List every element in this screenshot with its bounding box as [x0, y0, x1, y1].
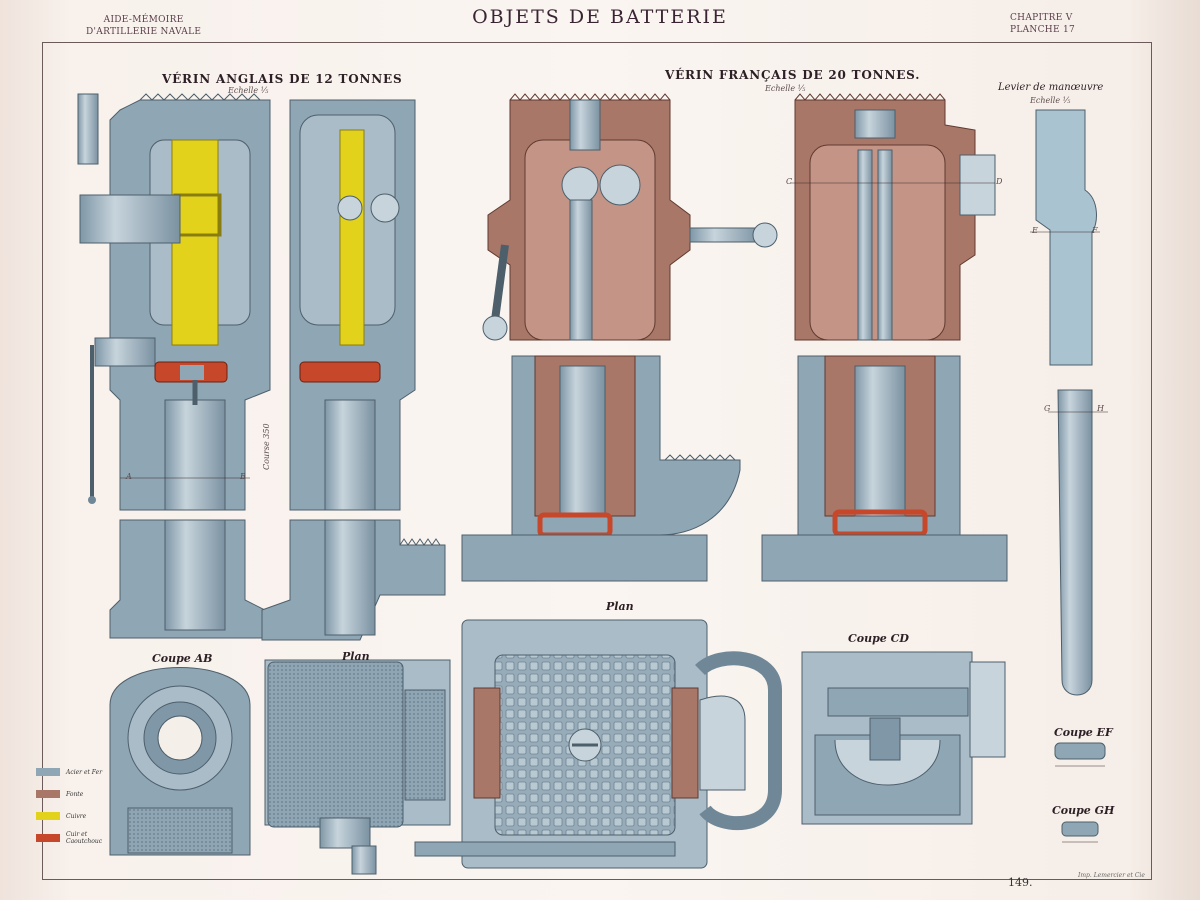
legend-label-cuivre: Cuivre	[66, 812, 87, 820]
header-right-line1: CHAPITRE V	[1010, 13, 1073, 23]
marker-b: B	[240, 472, 246, 481]
legend-item-fonte: Fonte	[36, 786, 102, 802]
label-course: Course 350	[262, 423, 271, 470]
label-coupe-gh: Coupe GH	[1052, 804, 1115, 817]
label-verin-anglais-scale: Echelle ⅕	[228, 86, 269, 95]
imprimeur-credit: Imp. Lemercier et Cie	[1078, 872, 1145, 879]
header-right: CHAPITRE V PLANCHE 17	[1010, 12, 1075, 36]
label-coupe-ef: Coupe EF	[1054, 726, 1113, 739]
legend-swatch-cuir	[36, 834, 60, 842]
coupe-cd	[801, 651, 1006, 825]
label-levier-scale: Echelle ⅕	[1030, 96, 1071, 105]
label-plan-left: Plan	[342, 650, 370, 663]
coupe-ab	[109, 667, 251, 856]
legend-label-fonte: Fonte	[66, 790, 84, 798]
label-coupe-ab: Coupe AB	[152, 652, 213, 665]
marker-c: C	[786, 177, 793, 186]
label-plan-center: Plan	[606, 600, 634, 613]
verin-francais-front	[461, 93, 778, 582]
page-number: 149.	[1008, 876, 1033, 889]
header-left: AIDE-MÉMOIRE D'ARTILLERIE NAVALE	[86, 14, 201, 38]
legend-swatch-cuivre	[36, 812, 60, 820]
legend-swatch-fonte	[36, 790, 60, 798]
plan-center	[414, 619, 782, 869]
plate-title: OBJETS DE BATTERIE	[472, 6, 728, 28]
label-verin-francais-scale: Echelle ⅕	[765, 84, 806, 93]
verin-anglais-side	[261, 99, 446, 641]
label-levier: Levier de manœuvre	[998, 82, 1104, 93]
legend-swatch-acier	[36, 768, 60, 776]
label-verin-anglais: VÉRIN ANGLAIS DE 12 TONNES	[162, 72, 403, 86]
label-coupe-cd: Coupe CD	[848, 632, 909, 645]
legend-item-acier: Acier et Fer	[36, 764, 102, 780]
label-verin-francais: VÉRIN FRANÇAIS DE 20 TONNES.	[665, 68, 921, 82]
verin-francais-side	[761, 93, 1008, 582]
marker-e: E	[1032, 226, 1038, 235]
header-left-line1: AIDE-MÉMOIRE	[103, 15, 184, 25]
marker-a: A	[126, 472, 132, 481]
legend-item-cuir: Cuir et Caoutchouc	[36, 830, 102, 846]
legend-item-cuivre: Cuivre	[36, 808, 102, 824]
verin-anglais-front	[77, 93, 271, 639]
plan-left	[264, 659, 451, 875]
marker-g: G	[1044, 404, 1051, 413]
marker-d: D	[996, 177, 1003, 186]
header-left-line2: D'ARTILLERIE NAVALE	[86, 27, 202, 37]
plate-frame	[42, 42, 1152, 880]
material-legend: Acier et Fer Fonte Cuivre Cuir et Caoutc…	[36, 764, 102, 852]
legend-label-cuir: Cuir et Caoutchouc	[66, 831, 103, 845]
header-right-line2: PLANCHE 17	[1010, 25, 1076, 35]
marker-f: F	[1092, 226, 1098, 235]
marker-h: H	[1097, 404, 1104, 413]
legend-label-acier: Acier et Fer	[66, 768, 103, 776]
levier-de-manoeuvre	[1030, 109, 1108, 837]
